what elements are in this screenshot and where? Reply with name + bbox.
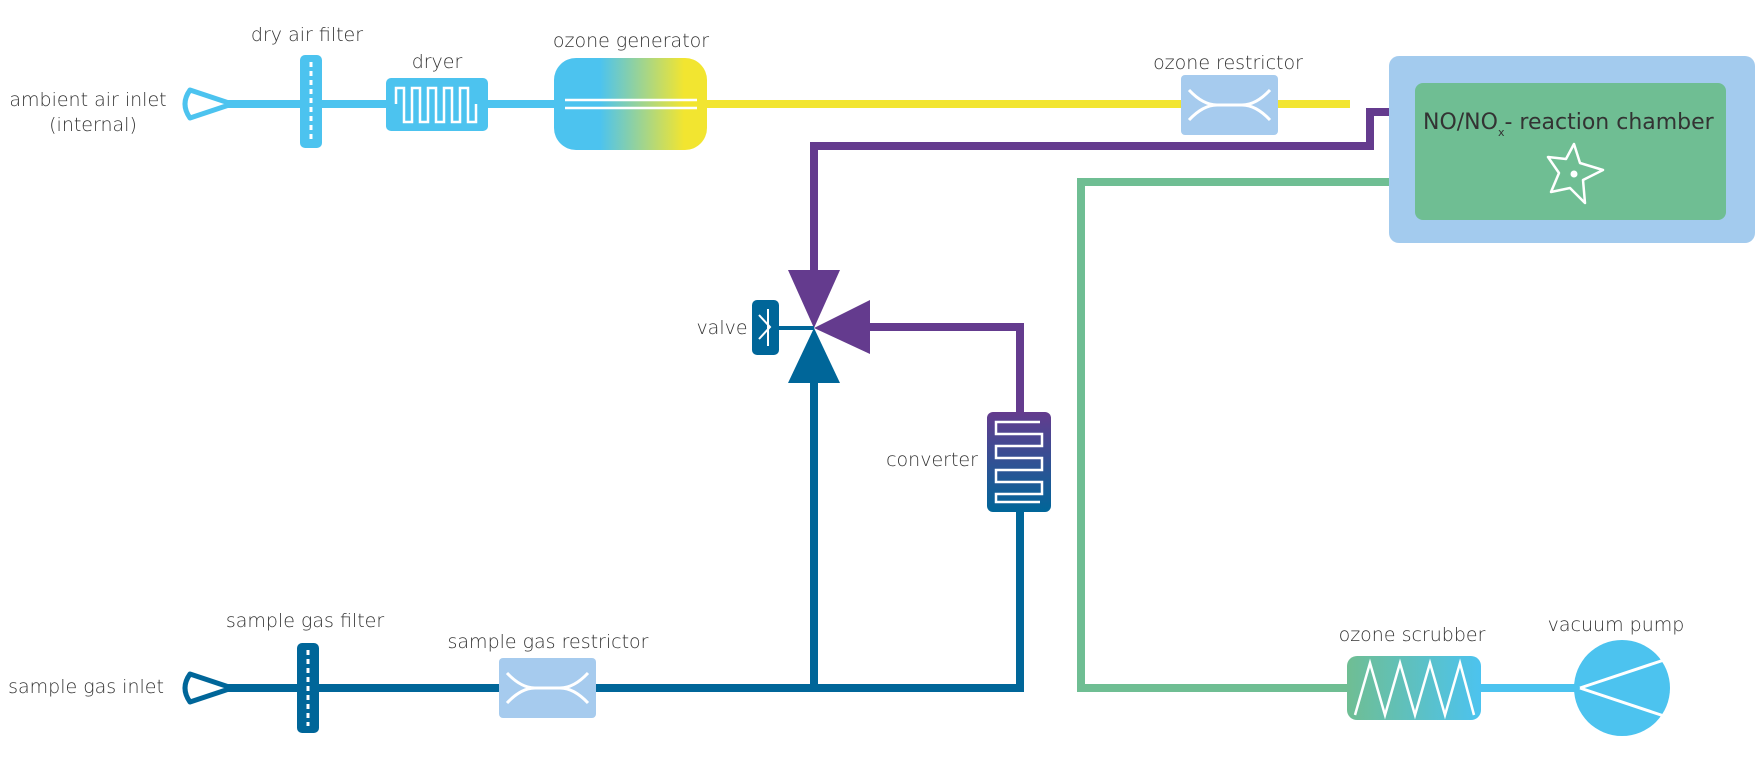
- ambient-air-inlet-label: ambient air inlet: [9, 89, 166, 111]
- valve-actuator: [752, 300, 779, 355]
- ambient-air-inlet-sublabel: (internal): [49, 114, 137, 136]
- dryer-label: dryer: [412, 51, 463, 73]
- sample-gas-filter-icon: [297, 643, 319, 733]
- vacuum-pump-label: vacuum pump: [1548, 614, 1685, 636]
- ozone-scrubber-icon: [1347, 656, 1481, 720]
- ozone-scrubber-label: ozone scrubber: [1339, 624, 1486, 646]
- valve-bottom-triangle: [788, 328, 840, 383]
- dry-air-filter-label: dry air filter: [251, 24, 363, 46]
- sample-gas-inlet-label: sample gas inlet: [8, 676, 164, 698]
- ozone-restrictor-icon: [1181, 75, 1278, 135]
- sample-gas-restrictor-label: sample gas restrictor: [448, 631, 649, 653]
- sample-gas-inlet-icon: [182, 671, 235, 705]
- sample-gas-filter-label: sample gas filter: [226, 610, 384, 632]
- valve-label: valve: [696, 317, 747, 339]
- reaction-chamber-label: NO/NOx- reaction chamber: [1423, 110, 1715, 139]
- reaction-chamber: [1389, 56, 1755, 243]
- valve-icon: [752, 270, 870, 383]
- converter-icon: [987, 412, 1051, 512]
- ozone-restrictor-label: ozone restrictor: [1153, 52, 1303, 74]
- ambient-air-inlet-icon: [182, 87, 235, 121]
- ozone-generator-icon: [554, 58, 707, 150]
- reaction-star-icon: [1546, 142, 1605, 205]
- valve-top-triangle: [788, 270, 840, 328]
- valve-right-triangle: [814, 300, 870, 354]
- sample-gas-restrictor-icon: [499, 658, 596, 718]
- converter-label: converter: [886, 449, 978, 471]
- no-return-pipe: [810, 108, 1415, 278]
- ozone-generator-label: ozone generator: [553, 30, 709, 52]
- exhaust-pipe: [1077, 178, 1415, 692]
- converter-to-valve-pipe: [862, 323, 1024, 415]
- dry-air-filter-icon: [300, 55, 322, 148]
- dryer-icon: [386, 78, 488, 131]
- vacuum-pump-icon: [1574, 640, 1670, 736]
